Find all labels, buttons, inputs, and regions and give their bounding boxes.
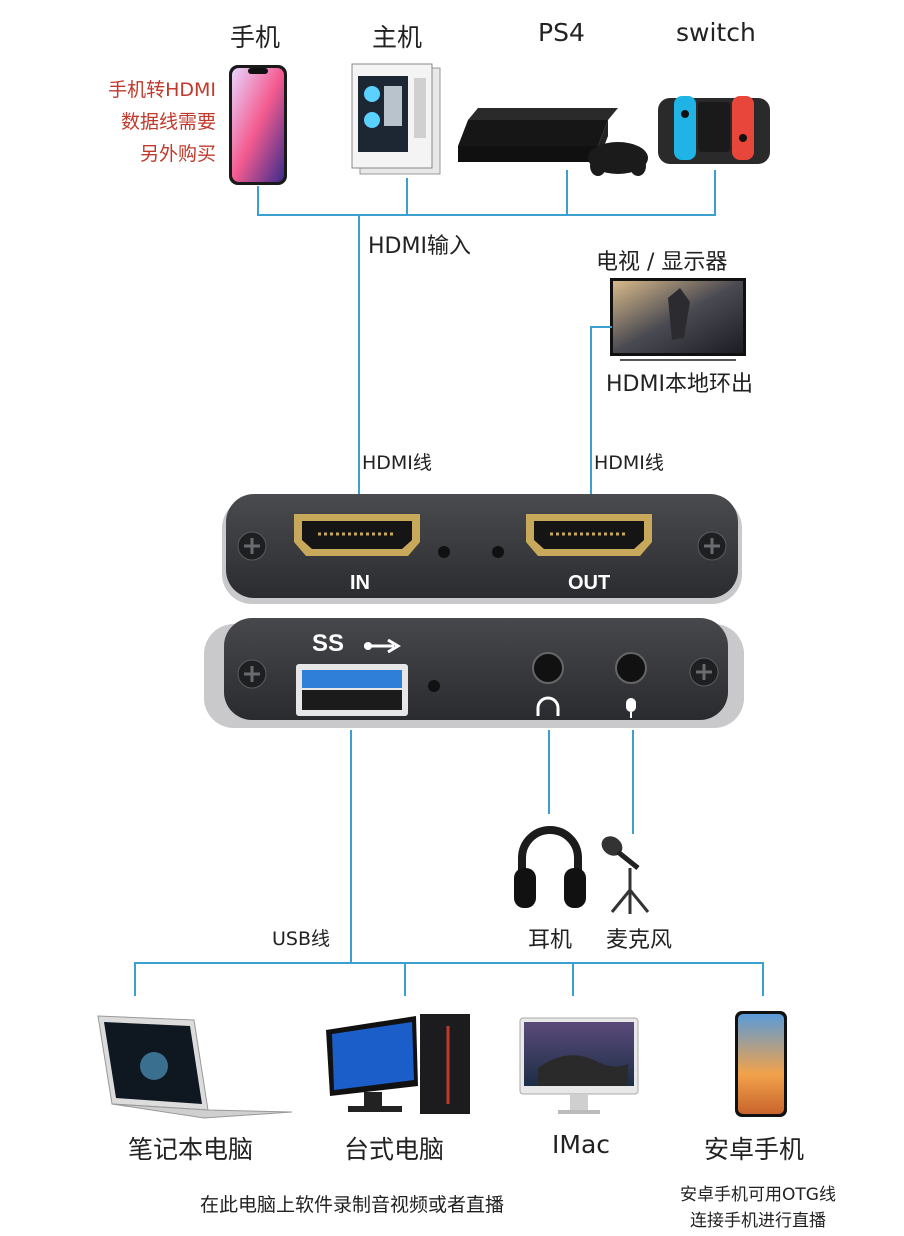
label-tv: 电视 / 显示器: [596, 250, 728, 275]
ps4-console-icon: [458, 108, 648, 176]
line-output-bus: [134, 962, 764, 964]
label-hdmi-cable-out: HDMI线: [594, 452, 664, 474]
label-host: 主机: [372, 23, 423, 52]
label-mic: 麦克风: [606, 928, 673, 953]
microphone-icon: [601, 836, 650, 914]
port-label-in: IN: [350, 572, 370, 594]
line-phone: [257, 186, 259, 216]
tv-monitor-icon: [610, 278, 746, 361]
line-tv-h: [590, 326, 612, 328]
label-headphone: 耳机: [528, 928, 573, 953]
laptop-icon: [97, 1015, 293, 1119]
label-phone: 手机: [230, 23, 281, 52]
line-host: [406, 178, 408, 216]
label-switch: switch: [676, 18, 756, 47]
label-imac: IMac: [552, 1130, 611, 1159]
phone-note: 手机转HDMI 数据线需要 另外购买: [96, 74, 216, 170]
line-laptop: [134, 962, 136, 996]
line-headphone: [548, 730, 550, 814]
port-label-out: OUT: [568, 572, 611, 594]
capture-card-back: [204, 618, 744, 728]
line-hdmi-in: [358, 214, 360, 496]
line-input-bus: [257, 214, 716, 216]
phone-note-line-1: 手机转HDMI: [108, 79, 216, 101]
android-phone-icon: [735, 1011, 787, 1117]
phone-icon: [229, 65, 287, 185]
label-hdmi-loop-out: HDMI本地环出: [606, 372, 753, 397]
footer-android-note-1: 安卓手机可用OTG线: [680, 1185, 836, 1205]
footer-pc-note: 在此电脑上软件录制音视频或者直播: [200, 1194, 505, 1216]
line-desktop: [404, 962, 406, 996]
line-hdmi-out: [590, 326, 592, 494]
line-mic: [632, 730, 634, 834]
label-usb-cable: USB线: [272, 928, 331, 950]
line-ps4: [566, 170, 568, 216]
pc-tower-icon: [351, 63, 441, 175]
line-imac: [572, 962, 574, 996]
usb-ss-logo: SS: [312, 630, 345, 657]
label-ps4: PS4: [538, 18, 585, 47]
desktop-pc-icon: [326, 1014, 470, 1114]
line-android: [762, 962, 764, 996]
label-desktop: 台式电脑: [344, 1135, 445, 1164]
capture-card-front: [222, 494, 742, 604]
line-switch: [714, 170, 716, 216]
label-hdmi-cable-in: HDMI线: [362, 452, 432, 474]
headphones-icon: [514, 826, 586, 908]
label-laptop: 笔记本电脑: [128, 1135, 254, 1164]
imac-icon: [519, 1017, 639, 1114]
label-hdmi-input: HDMI输入: [368, 234, 471, 259]
label-android: 安卓手机: [704, 1135, 805, 1164]
footer-android-note-2: 连接手机进行直播: [690, 1211, 826, 1231]
switch-console-icon: [658, 96, 770, 164]
phone-note-line-3: 另外购买: [139, 143, 216, 165]
line-usb: [350, 730, 352, 964]
phone-note-line-2: 数据线需要: [120, 111, 216, 133]
